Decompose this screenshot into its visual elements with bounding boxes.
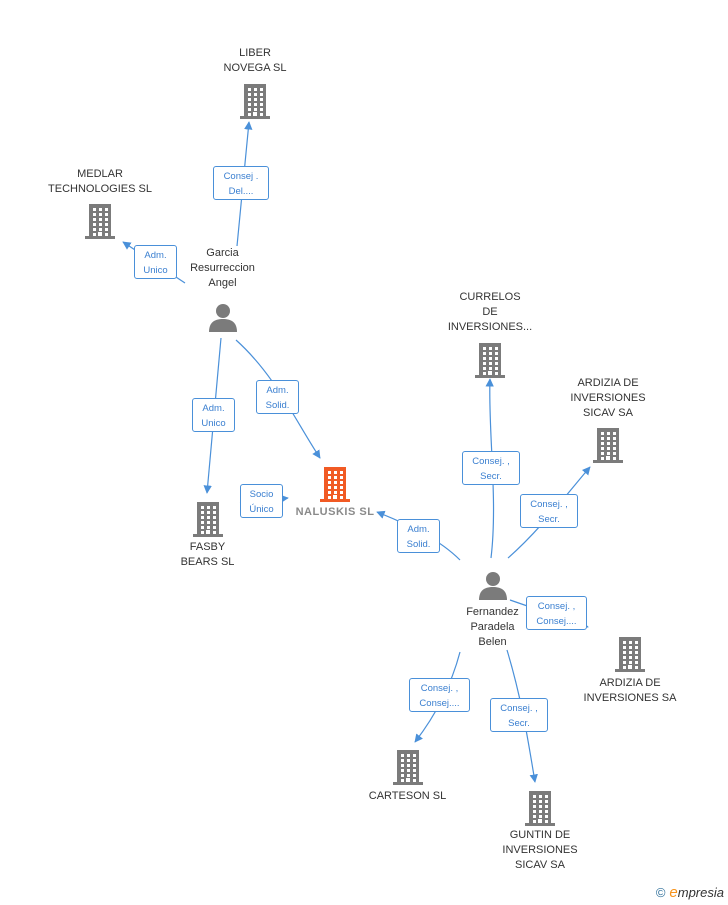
node-label: MEDLAR TECHNOLOGIES SL — [48, 168, 152, 195]
person-icon — [209, 304, 237, 332]
watermark: © empresia — [656, 884, 724, 901]
edge-label-garcia-medlar[interactable]: Adm. Unico — [134, 245, 177, 279]
node-label: ARDIZIA DE INVERSIONES SA — [583, 677, 677, 704]
node-ardizia-sa[interactable]: ARDIZIA DE INVERSIONES SA — [570, 633, 690, 708]
building-icon — [193, 502, 223, 537]
node-label: GUNTIN DE INVERSIONES SICAV SA — [502, 829, 578, 871]
edge-label-garcia-liber[interactable]: Consej . Del.... — [213, 166, 269, 200]
node-naluskis[interactable]: NALUSKIS SL — [275, 463, 395, 523]
building-icon — [85, 204, 115, 239]
edge-label-fernandez-naluskis[interactable]: Adm. Solid. — [397, 519, 440, 553]
node-label: NALUSKIS SL — [295, 506, 375, 518]
edge-label-garcia-fasby[interactable]: Adm. Unico — [192, 398, 235, 432]
edge-label-fasby-naluskis[interactable]: Socio Único — [240, 484, 283, 518]
building-icon — [320, 467, 350, 502]
node-label: LIBER NOVEGA SL — [223, 47, 287, 74]
building-icon — [615, 637, 645, 672]
building-icon — [240, 84, 270, 119]
node-ardizia-sicav[interactable]: ARDIZIA DE INVERSIONES SICAV SA — [553, 376, 663, 466]
empresia-logo: empresia — [669, 884, 724, 901]
node-guntin-de-inversiones[interactable]: GUNTIN DE INVERSIONES SICAV SA — [485, 787, 595, 877]
node-fasby-bears[interactable]: FASBY BEARS SL — [155, 498, 260, 573]
edge-label-fernandez-currelos[interactable]: Consej. , Secr. — [462, 451, 520, 485]
copyright-symbol: © — [655, 885, 666, 900]
node-carteson[interactable]: CARTESON SL — [355, 746, 460, 806]
node-garcia-resurreccion-angel[interactable]: Garcia Resurreccion Angel — [170, 246, 275, 336]
node-label: ARDIZIA DE INVERSIONES SICAV SA — [570, 377, 646, 419]
node-medlar-technologies[interactable]: MEDLAR TECHNOLOGIES SL — [35, 167, 165, 242]
building-icon — [475, 343, 505, 378]
building-icon — [593, 428, 623, 463]
person-icon — [479, 572, 507, 600]
edge-label-fernandez-guntin[interactable]: Consej. , Secr. — [490, 698, 548, 732]
edge-label-garcia-naluskis[interactable]: Adm. Solid. — [256, 380, 299, 414]
node-liber-novega[interactable]: LIBER NOVEGA SL — [200, 46, 310, 121]
node-label: Fernandez Paradela Belen — [466, 606, 519, 648]
building-icon — [393, 750, 423, 785]
node-label: FASBY BEARS SL — [180, 541, 235, 568]
edge-label-fernandez-ardizia-sa[interactable]: Consej. , Consej.... — [526, 596, 587, 630]
node-label: CARTESON SL — [368, 790, 447, 802]
building-icon — [525, 791, 555, 826]
node-label: CURRELOS DE INVERSIONES... — [447, 291, 533, 333]
node-label: Garcia Resurreccion Angel — [190, 247, 255, 289]
node-currelos-de-inversiones[interactable]: CURRELOS DE INVERSIONES... — [435, 290, 545, 380]
edge-label-fernandez-carteson[interactable]: Consej. , Consej.... — [409, 678, 470, 712]
edge-label-fernandez-ardizia-sicav[interactable]: Consej. , Secr. — [520, 494, 578, 528]
node-fernandez-paradela-belen[interactable]: Fernandez Paradela Belen — [440, 568, 545, 653]
